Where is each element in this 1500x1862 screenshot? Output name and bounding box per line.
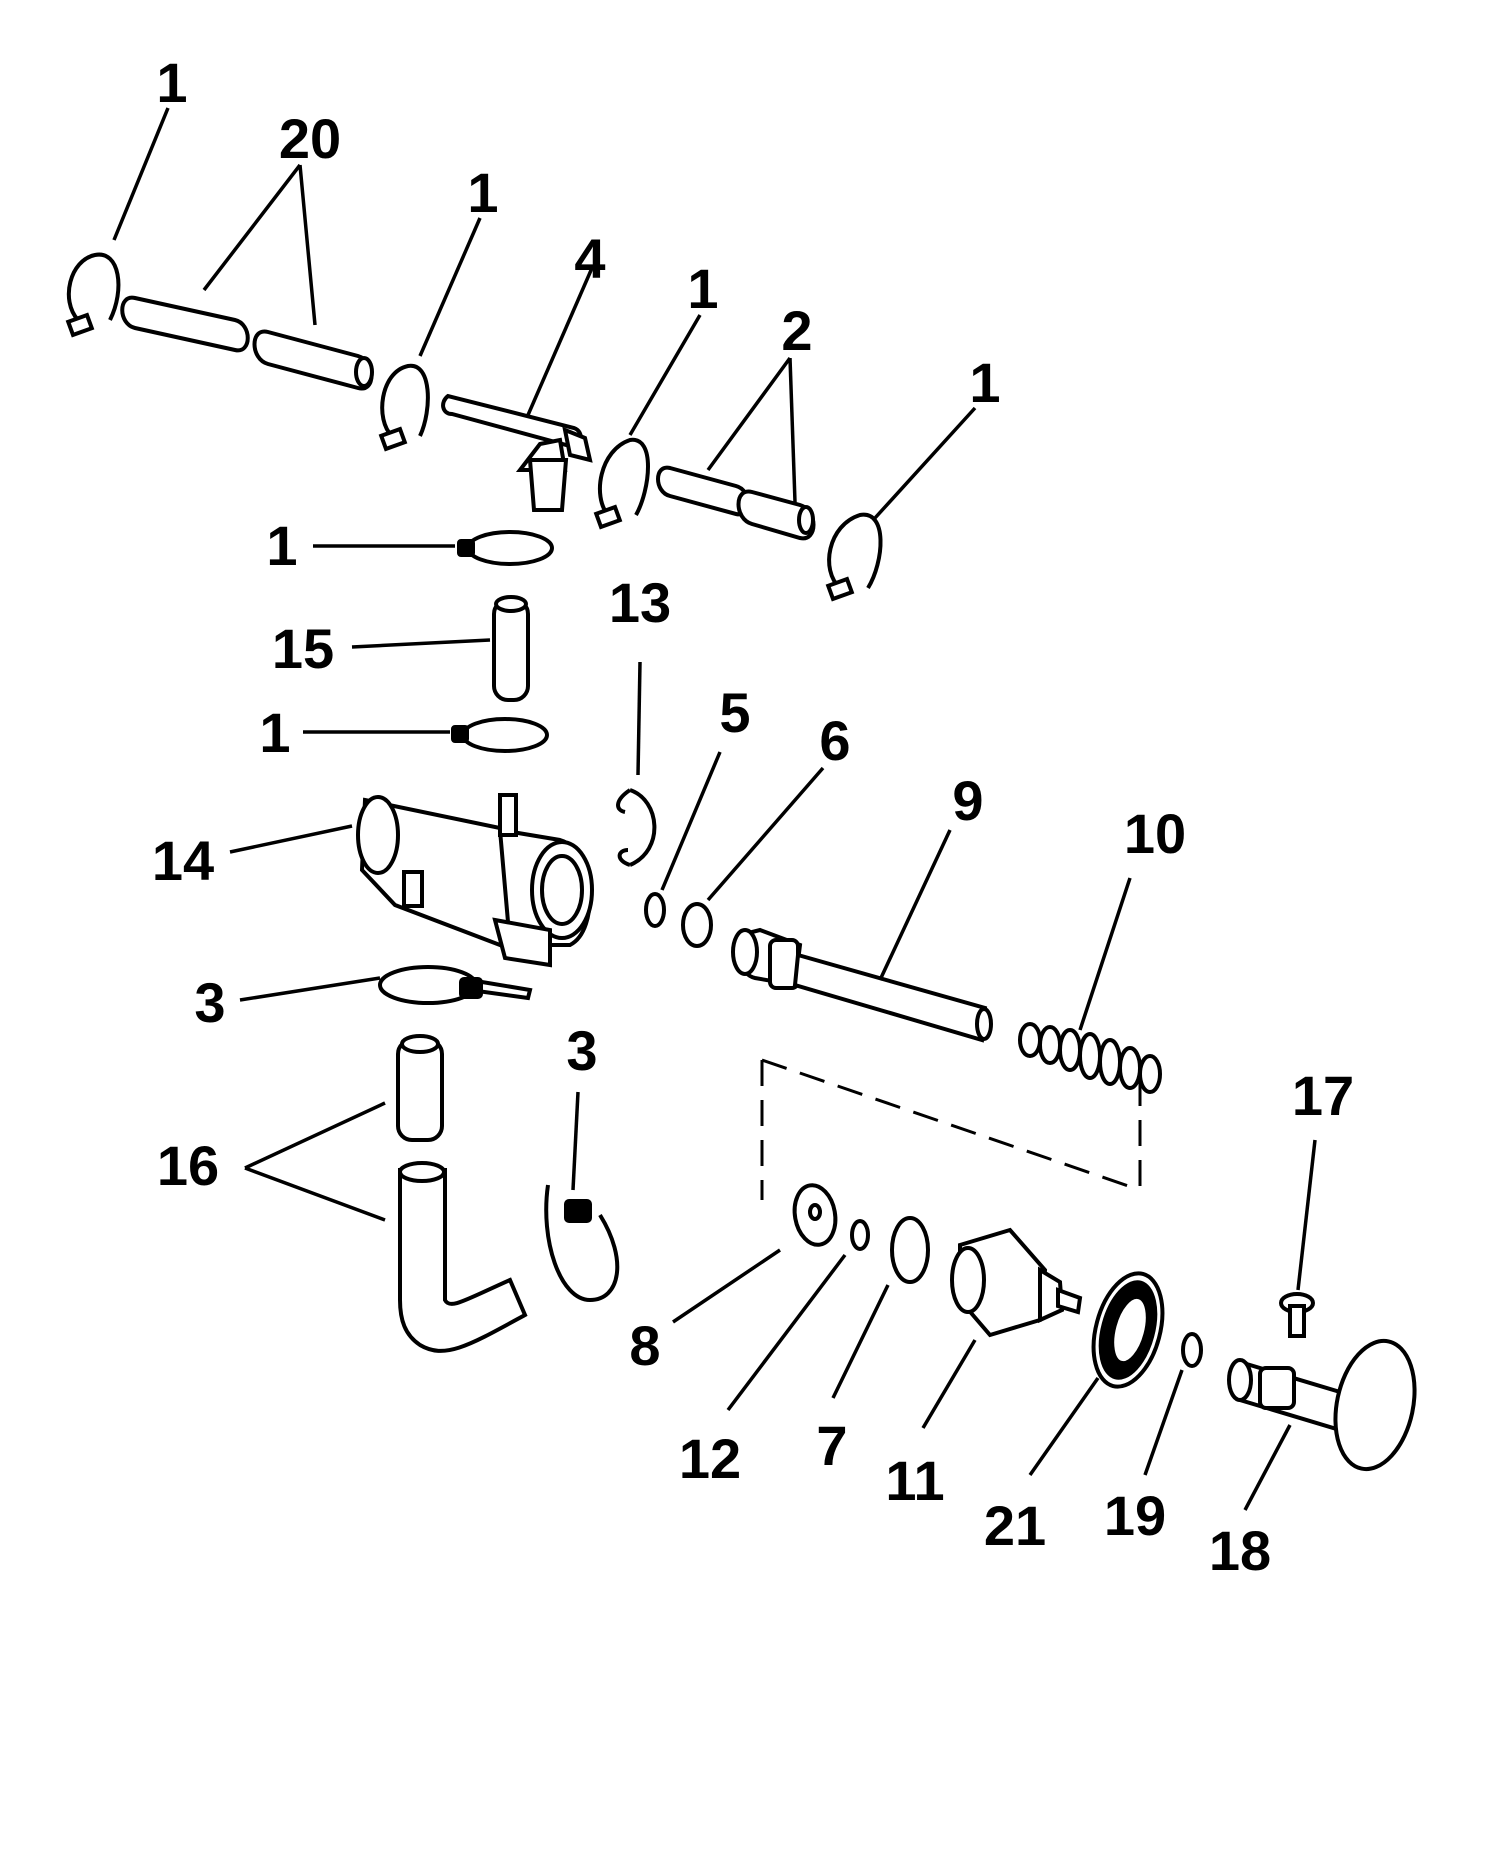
label-part-10: 10 <box>1124 802 1186 865</box>
hose-segment-16a <box>396 1034 444 1142</box>
alignment-bracket <box>760 1058 1142 1200</box>
label-part-21: 21 <box>984 1494 1046 1557</box>
band-clamp-3b <box>544 1184 620 1303</box>
label-part-3a: 3 <box>194 971 225 1034</box>
o-ring-7 <box>890 1216 930 1284</box>
label-part-1b: 1 <box>467 161 498 224</box>
label-part-1d: 1 <box>969 351 1000 414</box>
valve-housing-14 <box>356 793 594 968</box>
label-part-16: 16 <box>157 1134 219 1197</box>
o-ring-5 <box>644 892 666 928</box>
label-part-2: 2 <box>781 299 812 362</box>
label-part-4: 4 <box>574 227 605 290</box>
retainer-cap-21 <box>1091 1271 1165 1389</box>
hose-segment-20b <box>252 329 374 391</box>
label-part-3b: 3 <box>566 1019 597 1082</box>
label-part-12: 12 <box>679 1427 741 1490</box>
label-part-15: 15 <box>272 617 334 680</box>
label-part-14: 14 <box>152 829 214 892</box>
label-part-1f: 1 <box>259 701 290 764</box>
label-part-6: 6 <box>819 709 850 772</box>
hose-segment-2a <box>656 465 750 517</box>
washer-8 <box>792 1183 838 1247</box>
hose-clip-1f <box>451 717 549 753</box>
hose-clip-1e <box>457 530 554 566</box>
label-part-20: 20 <box>279 107 341 170</box>
label-part-19: 19 <box>1104 1484 1166 1547</box>
knob-18 <box>1227 1338 1417 1472</box>
label-part-18: 18 <box>1209 1519 1271 1582</box>
part-labels: 1 20 1 4 1 2 1 1 15 1 13 5 6 9 10 14 3 3… <box>152 51 1354 1582</box>
leader-lines <box>112 107 1317 1511</box>
hose-elbow-16b <box>398 1161 528 1353</box>
label-part-1a: 1 <box>156 51 187 114</box>
label-part-13: 13 <box>609 571 671 634</box>
label-part-11: 11 <box>885 1449 944 1512</box>
label-part-8: 8 <box>629 1314 660 1377</box>
snap-ring-13 <box>616 788 657 867</box>
plunger-9 <box>731 927 993 1043</box>
spring-10 <box>1018 1022 1162 1094</box>
hose-clip-1a <box>65 252 121 338</box>
label-part-7: 7 <box>816 1414 847 1477</box>
label-part-1e: 1 <box>266 514 297 577</box>
hose-segment-2b <box>736 489 816 541</box>
hose-clip-1c <box>593 437 650 530</box>
band-clamp-3a <box>378 965 533 1005</box>
hose-segment-15 <box>492 595 530 702</box>
hose-clip-1d <box>825 512 883 602</box>
o-ring-19 <box>1181 1332 1203 1368</box>
screw-17 <box>1279 1292 1315 1338</box>
label-part-9: 9 <box>952 769 983 832</box>
label-part-1c: 1 <box>687 257 718 320</box>
label-part-17: 17 <box>1292 1064 1354 1127</box>
fitting-11 <box>950 1227 1083 1338</box>
tee-fitting-4 <box>441 393 593 512</box>
label-part-5: 5 <box>719 681 750 744</box>
o-ring-12 <box>850 1219 870 1251</box>
hose-clip-1b <box>378 363 430 452</box>
o-ring-6 <box>681 902 713 948</box>
hose-segment-20a <box>120 295 250 353</box>
